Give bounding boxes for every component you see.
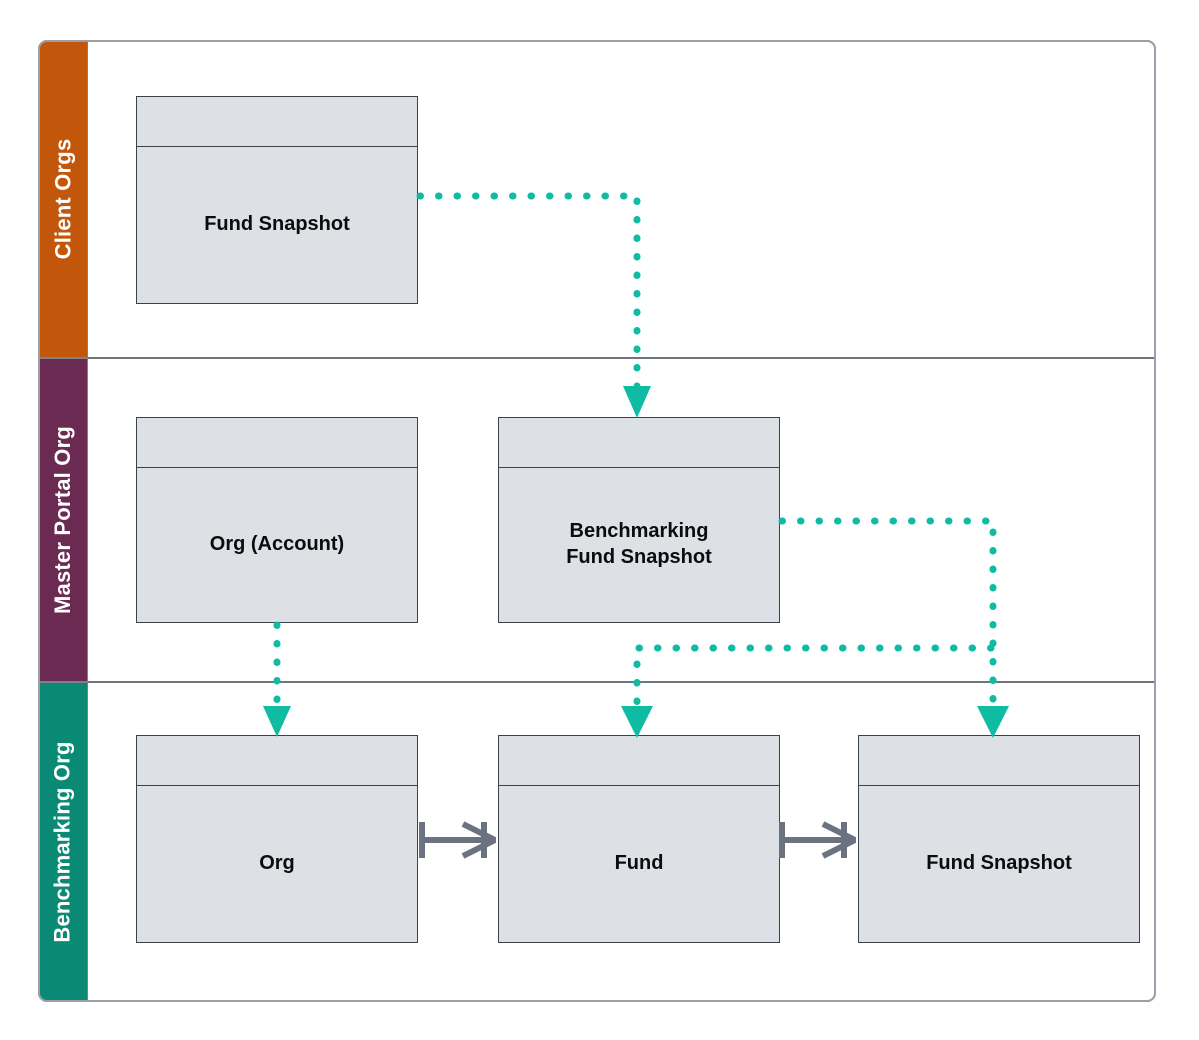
entity-label-benchmarking-org: Org [259, 852, 295, 875]
entity-benchmarking-fund-snapshot[interactable]: Benchmarking Fund Snapshot [498, 417, 780, 623]
entity-label-benchmarking-fund-snapshot: Benchmarking Fund Snapshot [566, 520, 712, 568]
swimlane-header-benchmarking-org[interactable]: Benchmarking Org [38, 682, 88, 1002]
swimlane-header-master-portal-org[interactable]: Master Portal Org [38, 358, 88, 682]
entity-label-client-fund-snapshot: Fund Snapshot [204, 213, 350, 236]
entity-benchmarking-org[interactable]: Org [136, 735, 418, 943]
entity-body: Fund [499, 786, 779, 942]
entity-client-fund-snapshot[interactable]: Fund Snapshot [136, 96, 418, 304]
entity-body: Fund Snapshot [137, 147, 417, 303]
entity-header-strip [499, 736, 779, 786]
entity-label-benchmarking-fund: Fund [614, 852, 664, 875]
entity-header-strip [137, 736, 417, 786]
entity-org-account[interactable]: Org (Account) [136, 417, 418, 623]
entity-header-strip [499, 418, 779, 468]
entity-body: Fund Snapshot [859, 786, 1139, 942]
entity-header-strip [859, 736, 1139, 786]
entity-benchmarking-fund-snapshot-bottom[interactable]: Fund Snapshot [858, 735, 1140, 943]
entity-label-benchmarking-fund-snapshot-bottom: Fund Snapshot [926, 852, 1072, 875]
entity-body: Benchmarking Fund Snapshot [499, 468, 779, 622]
entity-benchmarking-fund[interactable]: Fund [498, 735, 780, 943]
entity-header-strip [137, 418, 417, 468]
entity-label-org-account: Org (Account) [209, 533, 345, 556]
diagram-pool-frame [38, 40, 1156, 1002]
entity-body: Org (Account) [137, 468, 417, 622]
entity-body: Org [137, 786, 417, 942]
entity-header-strip [137, 97, 417, 147]
